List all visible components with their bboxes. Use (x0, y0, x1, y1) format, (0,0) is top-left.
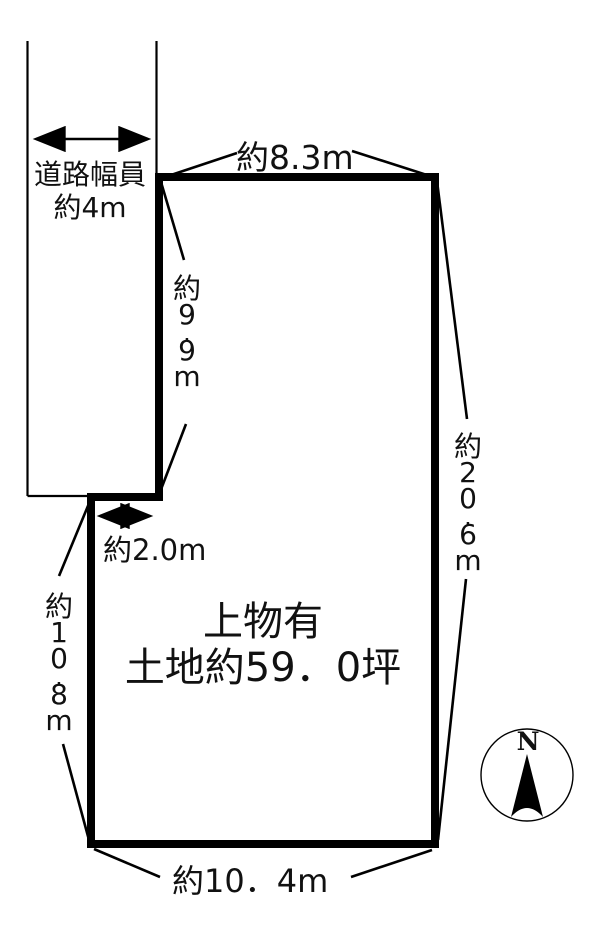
leader-right-top (435, 180, 469, 420)
parcel-label: 上物有 土地約59．0坪 (88, 599, 438, 691)
parcel-outline (87, 173, 439, 848)
road-width-label-line1: 道路幅員 (33, 158, 146, 191)
vertical-char: m (454, 544, 482, 577)
vertical-char: m (45, 704, 73, 737)
road-width-label-line2: 約4m (53, 191, 127, 224)
vertical-char: 8 (50, 678, 68, 711)
vertical-char: 9 (178, 298, 196, 331)
compass-circle (480, 728, 574, 822)
leader-left-upper-top (159, 181, 186, 261)
vertical-char: 0 (459, 482, 477, 515)
dimension-bottom: 約10．4m (172, 862, 329, 900)
vertical-char: 1 (50, 616, 68, 649)
leader-bottom-right (350, 848, 433, 879)
vertical-char: m (173, 360, 201, 393)
leader-left-upper-bottom (158, 423, 188, 493)
compass-north-label: N (516, 727, 540, 756)
leader-bottom-left (93, 847, 161, 879)
compass-needle-icon (511, 754, 543, 817)
leader-top-right (351, 149, 431, 178)
road-width-label: 道路幅員 約4m (18, 158, 162, 224)
leader-left-lower-top (57, 500, 92, 577)
vertical-char: . (55, 663, 63, 691)
leader-lines (57, 149, 469, 879)
dimension-notch: 約2.0m (103, 533, 207, 567)
vertical-char: 約 (453, 430, 482, 463)
vertical-char: 約 (44, 590, 73, 623)
parcel-label-line1: 上物有 (203, 599, 323, 645)
vertical-char: 6 (459, 518, 477, 551)
vertical-char: 約 (172, 272, 201, 305)
vertical-char: 9 (178, 334, 196, 367)
leader-top-left (161, 151, 238, 180)
vertical-char: . (183, 319, 191, 347)
vertical-char: 2 (459, 456, 477, 489)
dimension-top: 約8.3m (236, 138, 354, 177)
vertical-char: 0 (50, 642, 68, 675)
vertical-char: . (464, 503, 472, 531)
leader-left-lower-bottom (61, 743, 91, 841)
leader-right-bottom (436, 578, 468, 841)
parcel-label-line2: 土地約59．0坪 (124, 645, 402, 691)
